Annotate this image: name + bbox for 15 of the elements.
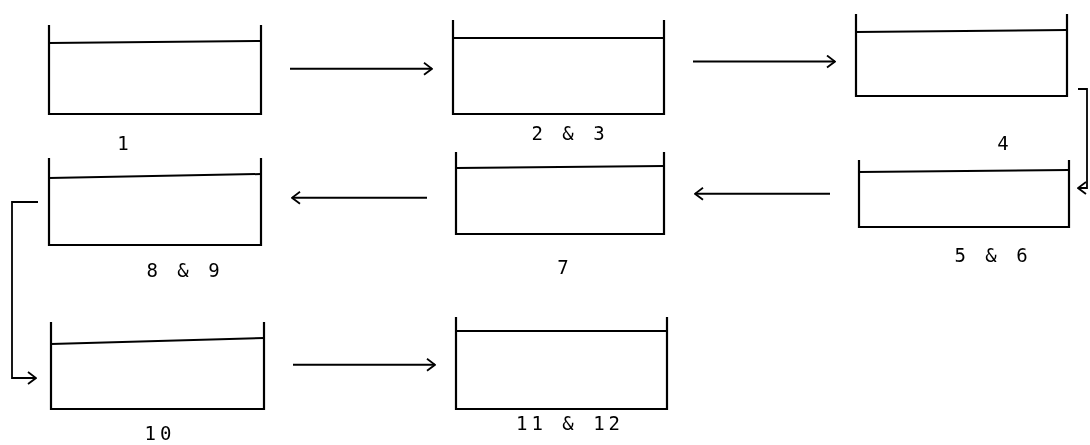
tank-number: 5 & 6 [954,246,1032,265]
arrow [291,190,428,205]
tank-number: 8 & 9 [146,261,224,280]
tank-number: 1 [117,134,133,153]
tank-number: 10 [144,424,176,443]
arrow [289,61,433,76]
arrow [1077,88,1088,195]
tank-number: 11 & 12 [515,414,625,433]
arrow [292,357,436,372]
arrow [694,186,831,201]
tank-number: 4 [997,134,1013,153]
tank-number: 2 & 3 [531,124,609,143]
tank-number: 7 [557,258,573,277]
arrow [692,54,836,69]
arrow [11,201,39,385]
